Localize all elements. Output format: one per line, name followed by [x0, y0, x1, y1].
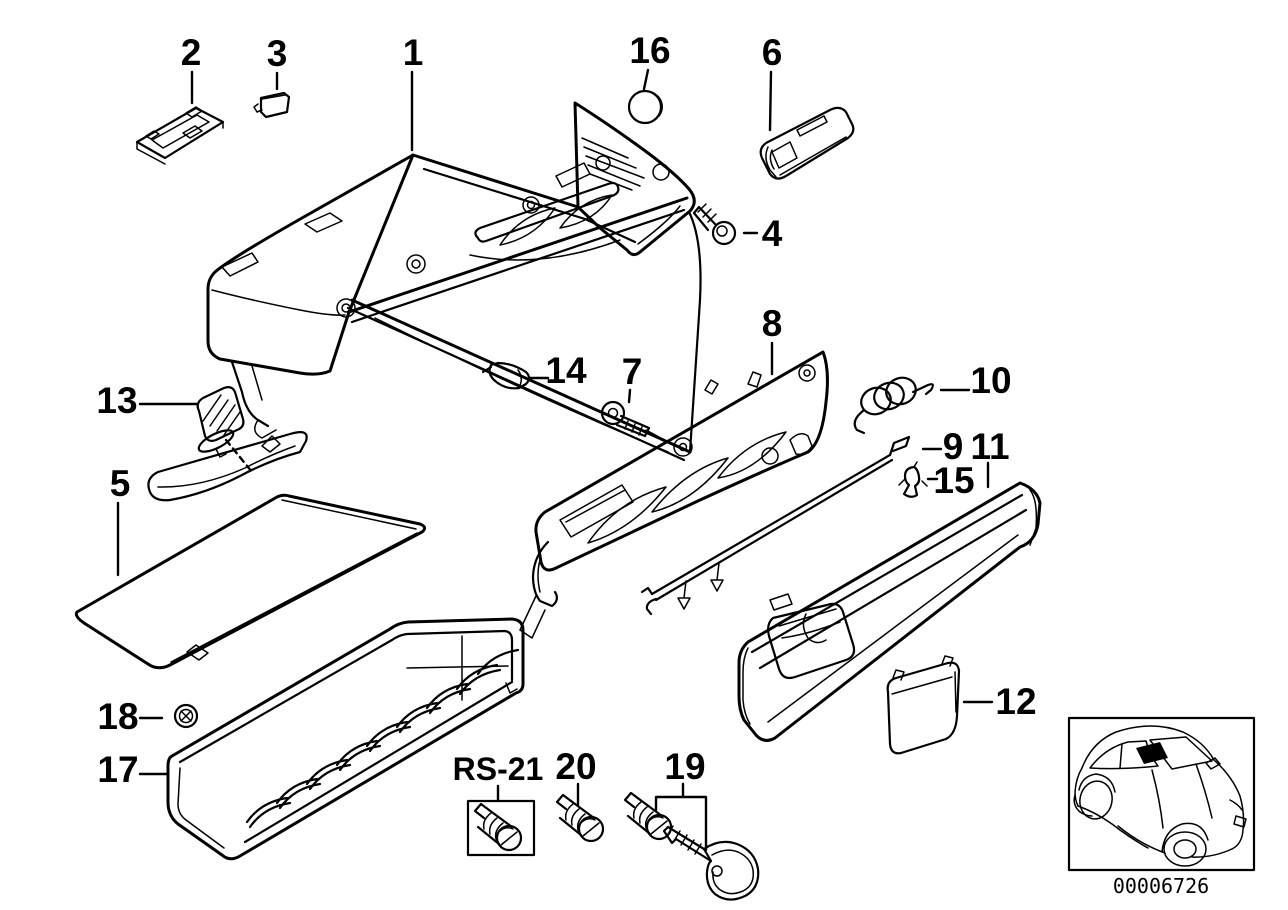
part-6-lamp-housing-art	[759, 106, 855, 180]
callout-20[interactable]: 20	[555, 746, 596, 787]
callout-15[interactable]: 15	[933, 460, 974, 501]
highlighted-dash-area	[1136, 742, 1168, 764]
diagram-number: 00006726	[1113, 874, 1209, 898]
callout-14[interactable]: 14	[545, 350, 587, 391]
callout-12[interactable]: 12	[995, 681, 1036, 722]
callout-5[interactable]: 5	[110, 463, 131, 504]
callout-4[interactable]: 4	[762, 213, 783, 254]
part-17-tray-art	[166, 617, 525, 861]
part-18-grommet-art	[173, 703, 199, 729]
part-9-rod-art	[640, 435, 911, 616]
callout-17[interactable]: 17	[97, 749, 138, 790]
part-10-spring-art	[853, 376, 934, 435]
part-11-door-art	[737, 481, 1042, 742]
callout-10[interactable]: 10	[970, 360, 1011, 401]
callout-18[interactable]: 18	[97, 696, 138, 737]
part-8-inner-panel-art	[519, 350, 829, 639]
vehicle-thumbnail: 00006726	[1067, 716, 1256, 898]
rs21-lock-cylinder-art	[473, 802, 523, 852]
part-19-lock-and-key-art	[623, 791, 760, 901]
part-15-clip-art	[898, 461, 928, 498]
part-14-bulb-art	[481, 361, 531, 390]
callout-11[interactable]: 11	[970, 426, 1009, 467]
part-4-screw-art	[692, 203, 737, 246]
part-12-cover-art	[886, 655, 961, 755]
callout-rs21[interactable]: RS-21	[453, 751, 544, 787]
callout-9[interactable]: 9	[943, 426, 964, 467]
callout-3[interactable]: 3	[267, 33, 288, 74]
part-16-round-cap-art	[627, 89, 663, 125]
callout-7[interactable]: 7	[622, 351, 643, 392]
part-2-lamp-frame-art	[135, 106, 225, 165]
part-3-cap-art	[253, 91, 291, 119]
part-5-shelf-art	[74, 493, 427, 670]
callout-16[interactable]: 16	[629, 30, 670, 71]
car-icon	[1073, 725, 1247, 867]
part-13-plug-art	[196, 386, 245, 458]
rs21-box-art	[466, 799, 536, 857]
leader-lines	[116, 68, 994, 852]
callout-1[interactable]: 1	[403, 32, 424, 73]
callout-19[interactable]: 19	[664, 746, 705, 787]
part-1-housing-art	[147, 101, 702, 502]
callout-2[interactable]: 2	[181, 32, 202, 73]
part-20-lock-cylinder-art	[555, 793, 605, 843]
callout-8[interactable]: 8	[762, 303, 783, 344]
callout-6[interactable]: 6	[762, 32, 783, 73]
part-7-screw-art	[600, 400, 671, 444]
callout-13[interactable]: 13	[96, 380, 137, 421]
